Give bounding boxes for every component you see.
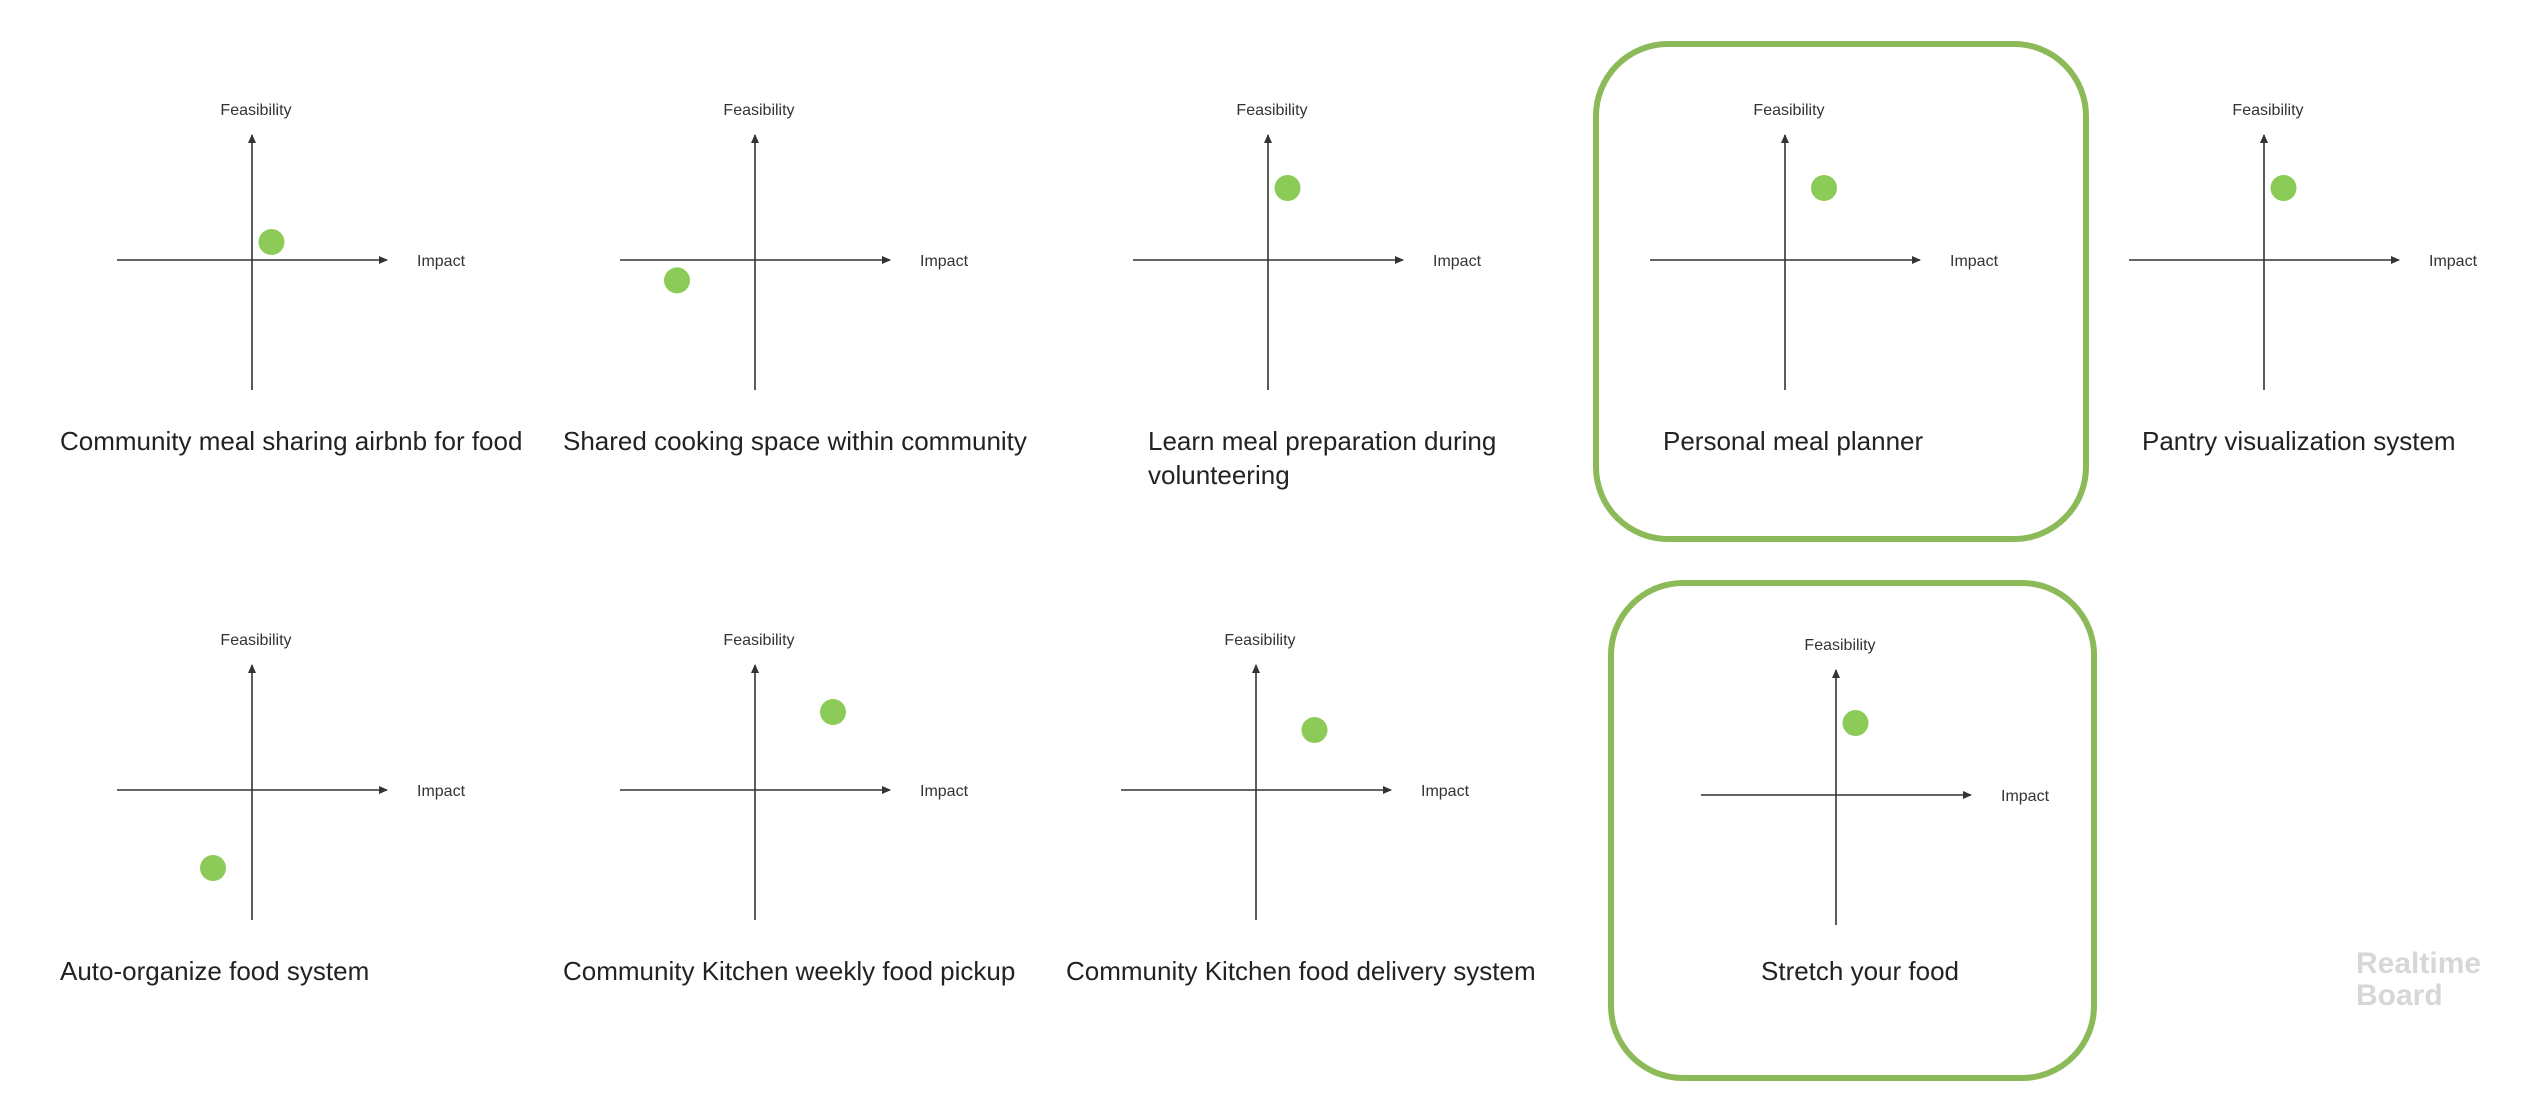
impact-axis-label: Impact	[920, 783, 969, 800]
feasibility-axis-label: Feasibility	[723, 632, 794, 649]
feasibility-axis-label: Feasibility	[1236, 102, 1307, 119]
idea-title: Community Kitchen food delivery system	[1066, 956, 1536, 986]
idea-title: Shared cooking space within community	[563, 426, 1027, 456]
idea-position-dot[interactable]	[820, 699, 846, 725]
impact-axis-label: Impact	[1433, 253, 1482, 270]
idea-title: Pantry visualization system	[2142, 426, 2456, 456]
idea-position-dot[interactable]	[200, 855, 226, 881]
idea-position-dot[interactable]	[1301, 717, 1328, 743]
feasibility-axis-label: Feasibility	[220, 102, 291, 119]
idea-title: Auto-organize food system	[60, 956, 369, 986]
impact-axis-label: Impact	[2429, 253, 2478, 270]
impact-axis-label: Impact	[417, 253, 466, 270]
selected-highlight-frame	[1608, 580, 2097, 1081]
idea-position-dot[interactable]	[1274, 175, 1301, 201]
feasibility-axis-label: Feasibility	[1804, 637, 1875, 654]
feasibility-axis-label: Feasibility	[2232, 102, 2303, 119]
idea-position-dot[interactable]	[2270, 175, 2297, 201]
logo-line-1: Realtime	[2356, 947, 2482, 980]
feasibility-axis-label: Feasibility	[723, 102, 794, 119]
idea-title: Community meal sharing airbnb for food	[60, 426, 522, 456]
impact-axis-label: Impact	[417, 783, 466, 800]
feasibility-axis-label: Feasibility	[220, 632, 291, 649]
impact-axis-label: Impact	[1950, 253, 1999, 270]
realtimeboard-logo: Realtime Board	[2356, 948, 2481, 1012]
feasibility-axis-label: Feasibility	[1753, 102, 1824, 119]
impact-axis-label: Impact	[920, 253, 969, 270]
idea-position-dot[interactable]	[664, 267, 690, 294]
impact-axis-label: Impact	[1421, 783, 1470, 800]
impact-axis-label: Impact	[2001, 788, 2050, 805]
idea-title: Stretch your food	[1761, 956, 1959, 986]
selected-highlight-frame	[1593, 41, 2089, 542]
idea-title: Community Kitchen weekly food pickup	[563, 956, 1015, 986]
feasibility-axis-label: Feasibility	[1224, 632, 1295, 649]
idea-title: Personal meal planner	[1663, 426, 1923, 456]
idea-position-dot[interactable]	[1811, 175, 1837, 201]
idea-position-dot[interactable]	[258, 229, 285, 255]
logo-line-2: Board	[2356, 979, 2443, 1012]
idea-position-dot[interactable]	[1842, 710, 1869, 736]
